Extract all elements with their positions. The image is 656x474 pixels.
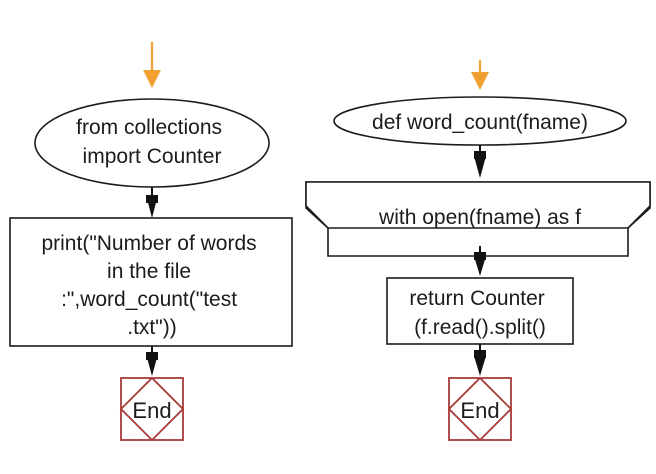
left-end-label: End [132, 398, 171, 423]
return-line-1: return Counter [409, 287, 544, 310]
import-line-2: import Counter [83, 145, 222, 168]
import-terminator: from collections import Counter [34, 98, 270, 188]
right-connector-2 [474, 246, 486, 276]
right-connector-1 [474, 145, 486, 178]
def-label: def word_count(fname) [372, 111, 588, 134]
left-start-arrow [143, 42, 161, 88]
left-connector-2 [146, 346, 158, 376]
right-end-terminator: End [447, 376, 513, 442]
right-end-label: End [460, 398, 499, 423]
import-line-1: from collections [76, 116, 222, 139]
right-start-arrow [471, 60, 489, 90]
right-connector-3 [474, 344, 486, 376]
return-process: return Counter (f.read().split() [386, 277, 574, 345]
right-flow: def word_count(fname) with open(fname) a… [305, 60, 651, 442]
left-connector-1 [146, 187, 158, 218]
return-line-2: (f.read().split() [414, 316, 546, 339]
print-process: print("Number of words in the file :",wo… [9, 217, 293, 347]
print-line-2: in the file [107, 260, 191, 283]
print-line-1: print("Number of words [41, 232, 256, 255]
with-block: with open(fname) as f [305, 181, 651, 257]
print-line-4: .txt")) [127, 316, 176, 339]
left-end-terminator: End [119, 376, 185, 442]
svg-text:return Counter (f.read: return Counter (f.read().split() [409, 287, 550, 339]
with-label: with open(fname) as f [378, 206, 581, 229]
print-line-3: :",word_count("test [61, 288, 237, 311]
def-terminator: def word_count(fname) [333, 96, 627, 146]
svg-text:print("Number of words: print("Number of words in the file :",wo… [41, 232, 262, 339]
svg-text:from collections impor: from collections import Counter [76, 116, 228, 168]
left-flow: from collections import Counter print("N… [9, 42, 293, 442]
